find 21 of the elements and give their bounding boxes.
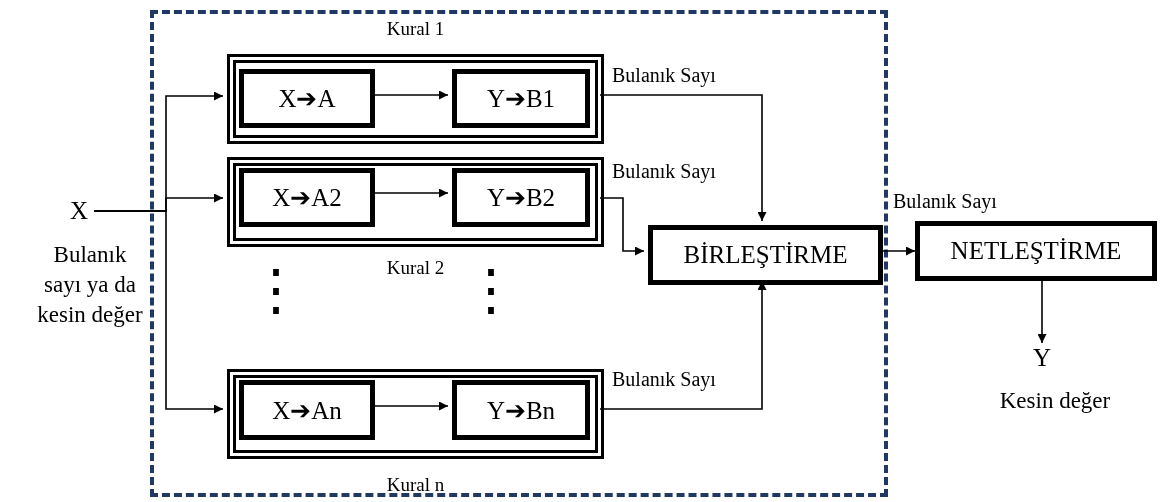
process-box: BİRLEŞTİRME (648, 225, 883, 285)
process-box: Y➔Bn (452, 380, 590, 440)
note-text: Bulanık sayı ya da kesin değer (36, 241, 144, 329)
rule-title: Kural 1 (385, 18, 446, 40)
ellipsis-mark: ⋮ (463, 262, 519, 318)
variable-label: Y (1028, 343, 1056, 373)
process-box: X➔A (239, 69, 375, 128)
arrow (599, 197, 645, 256)
process-box: Y➔B1 (452, 69, 590, 128)
arrow (599, 94, 767, 222)
process-box: X➔An (239, 380, 375, 440)
note-text: Kesin değer (998, 387, 1112, 414)
process-box: Y➔B2 (452, 168, 590, 227)
variable-label: X (64, 196, 94, 226)
rule-title: Kural n (385, 474, 446, 496)
arrow (1037, 280, 1047, 344)
arrow (93, 210, 224, 414)
ellipsis-mark: ⋮ (248, 262, 304, 318)
rule-title: Kural 2 (385, 257, 446, 279)
process-box: NETLEŞTİRME (915, 221, 1157, 281)
process-box: X➔A2 (239, 168, 375, 227)
